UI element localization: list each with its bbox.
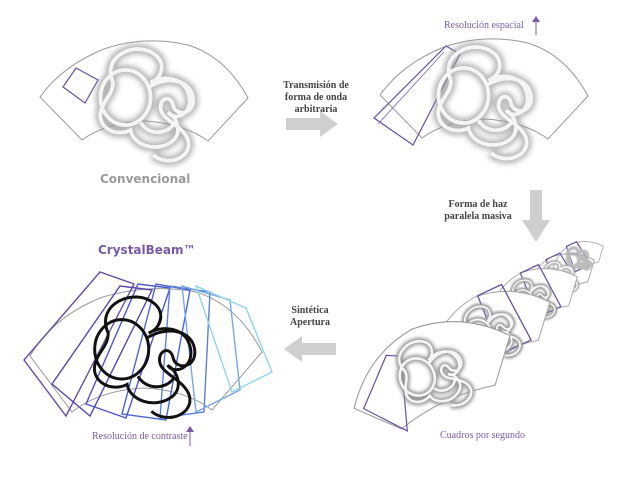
label-contrast-resolution: Resolución de contraste (92, 431, 188, 442)
arrow-left (284, 336, 336, 362)
arrow-down (522, 190, 550, 242)
label-transmission: Transmisión de forma de onda arbitraria (283, 80, 349, 115)
frames-stack (353, 240, 604, 432)
spatial-fan (373, 16, 589, 159)
arrow-right-1 (286, 111, 338, 137)
label-frames-per-second: Cuadros por segundo (440, 430, 525, 441)
label-synthetic-aperture: Sintética Apertura (290, 305, 330, 328)
label-massive-parallel: Forma de haz paralela masiva (444, 199, 512, 222)
label-conventional: Convencional (100, 172, 191, 186)
label-crystalbeam: CrystalBeam™ (98, 243, 196, 257)
label-spatial-resolution: Resolución espacial (444, 20, 524, 31)
conventional-fan (39, 40, 249, 161)
crystalbeam-fan (23, 271, 273, 446)
